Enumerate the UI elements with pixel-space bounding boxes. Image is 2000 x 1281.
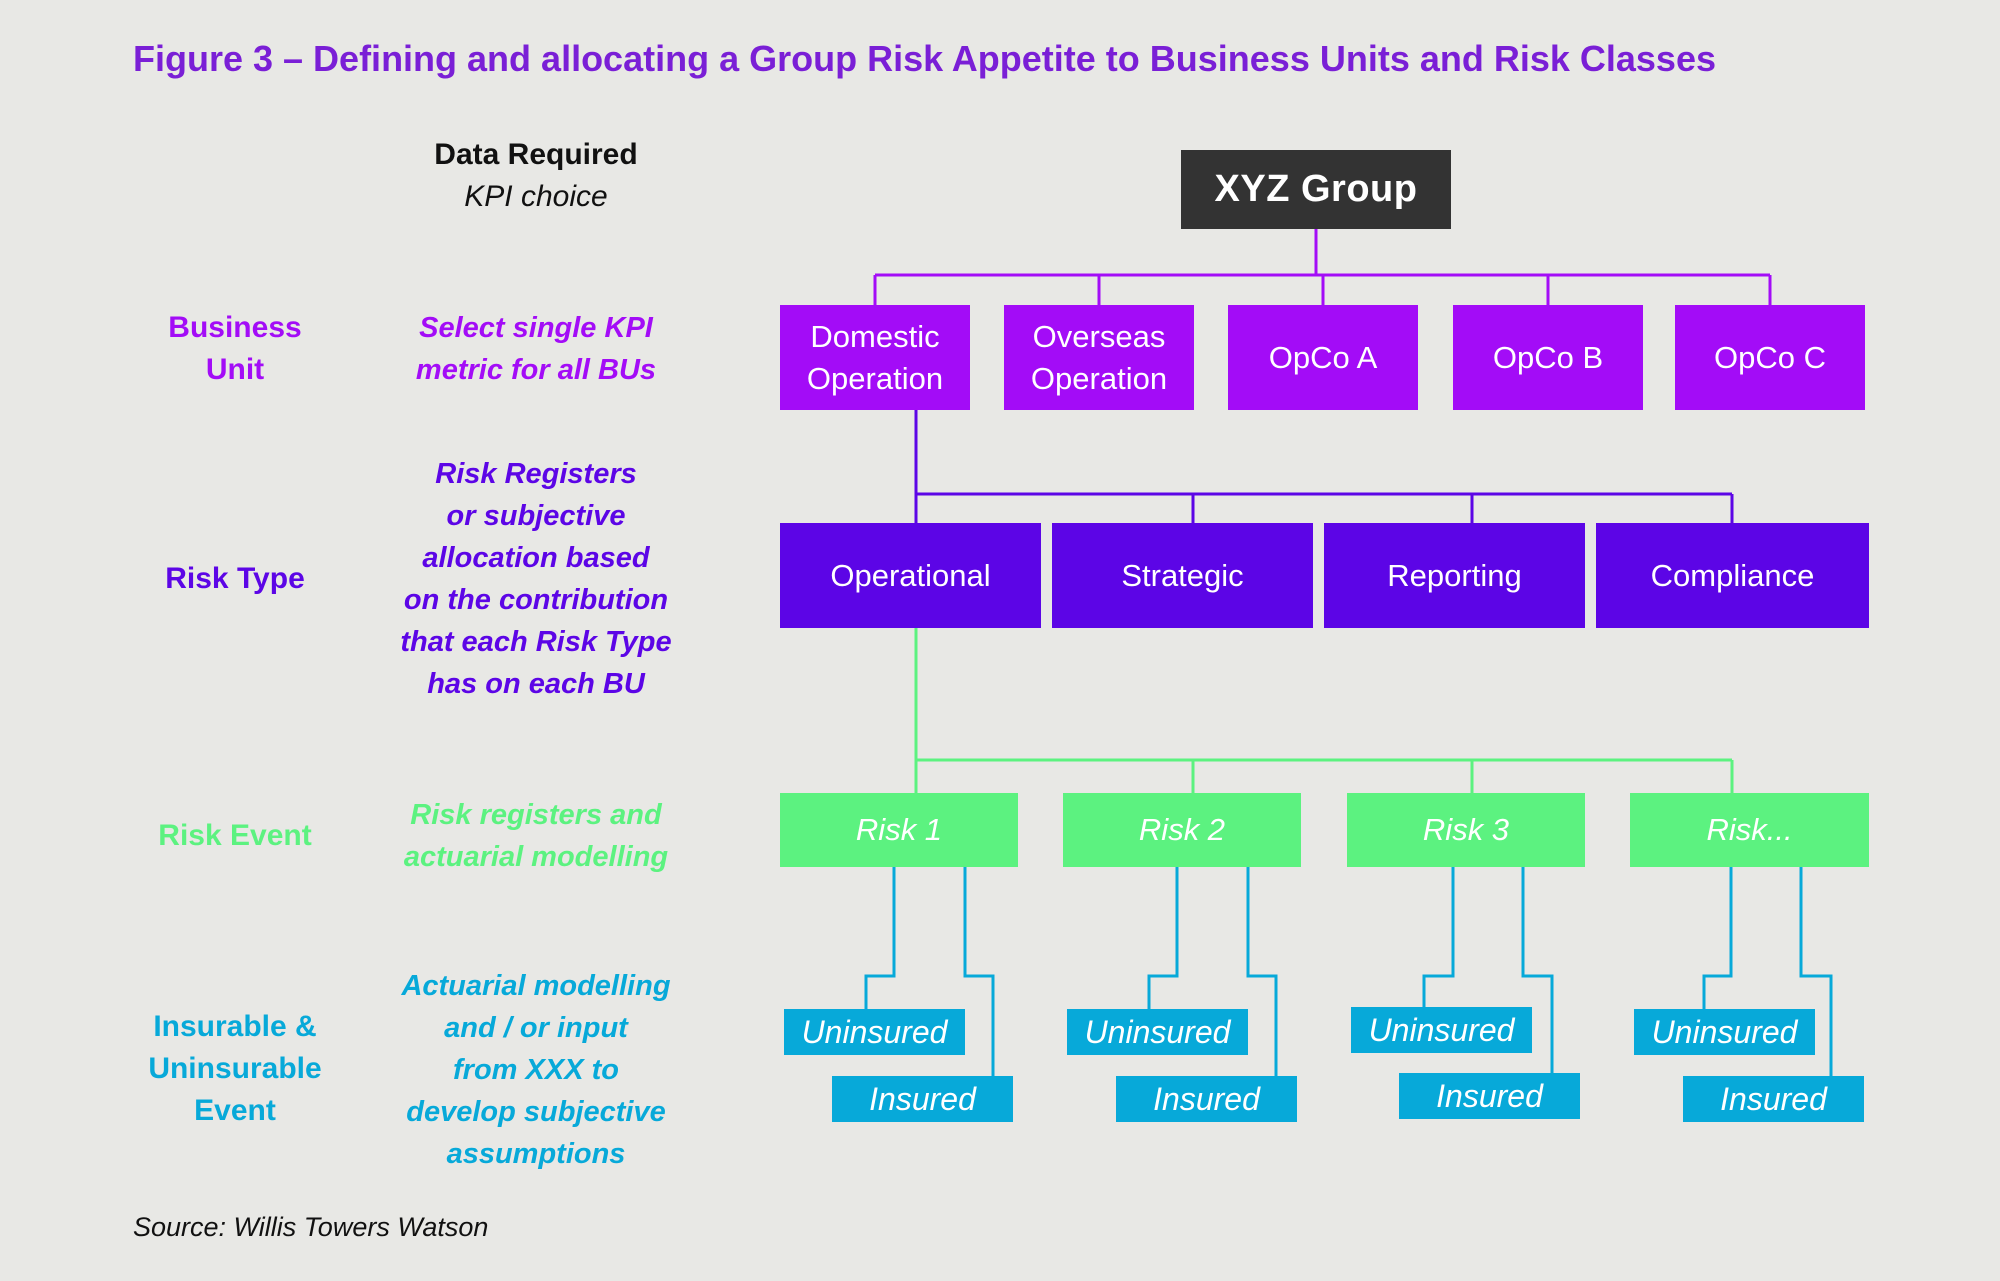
- re-box-risk-more: Risk...: [1630, 793, 1869, 867]
- re-box-risk-3: Risk 3: [1347, 793, 1585, 867]
- uninsured-box-risk-2: Uninsured: [1067, 1009, 1248, 1055]
- re-connectors: [914, 628, 1734, 793]
- figure-title: Figure 3 – Defining and allocating a Gro…: [133, 38, 1716, 79]
- insured-box-risk-2: Insured: [1116, 1076, 1297, 1122]
- row-label-business-unit: Business Unit: [168, 311, 302, 386]
- kpi-choice-heading: KPI choice: [464, 180, 608, 213]
- uninsured-box-risk-1: Uninsured: [784, 1009, 965, 1055]
- row-desc-insurable-event: Actuarial modelling and / or input from …: [401, 970, 671, 1170]
- row-label-insurable-event: Insurable & Uninsurable Event: [148, 1010, 322, 1127]
- uninsured-box-risk-more: Uninsured: [1634, 1009, 1815, 1055]
- rt-box-operational: Operational: [780, 523, 1041, 628]
- insured-box-risk-more: Insured: [1683, 1076, 1864, 1122]
- row-desc-risk-event: Risk registers and actuarial modelling: [403, 799, 669, 873]
- bu-box-opco-b: OpCo B: [1453, 305, 1643, 410]
- bu-connectors: [873, 229, 1772, 305]
- ie-connectors: [864, 867, 1833, 1076]
- row-label-risk-event: Risk Event: [158, 819, 312, 852]
- source-note: Source: Willis Towers Watson: [133, 1212, 489, 1242]
- rt-connectors: [914, 410, 1734, 523]
- rt-box-strategic: Strategic: [1052, 523, 1313, 628]
- insured-box-risk-1: Insured: [832, 1076, 1013, 1122]
- bu-box-opco-c: OpCo C: [1675, 305, 1865, 410]
- insured-box-risk-3: Insured: [1399, 1073, 1580, 1119]
- data-required-heading: Data Required: [434, 138, 638, 171]
- rt-box-reporting: Reporting: [1324, 523, 1585, 628]
- uninsured-box-risk-3: Uninsured: [1351, 1007, 1532, 1053]
- bu-box-opco-a: OpCo A: [1228, 305, 1418, 410]
- re-box-risk-2: Risk 2: [1063, 793, 1301, 867]
- re-box-risk-1: Risk 1: [780, 793, 1018, 867]
- row-label-risk-type: Risk Type: [165, 562, 305, 595]
- rt-box-compliance: Compliance: [1596, 523, 1869, 628]
- row-desc-business-unit: Select single KPI metric for all BUs: [415, 312, 657, 386]
- row-desc-risk-type: Risk Registers or subjective allocation …: [400, 458, 672, 700]
- group-box: XYZ Group: [1181, 150, 1451, 229]
